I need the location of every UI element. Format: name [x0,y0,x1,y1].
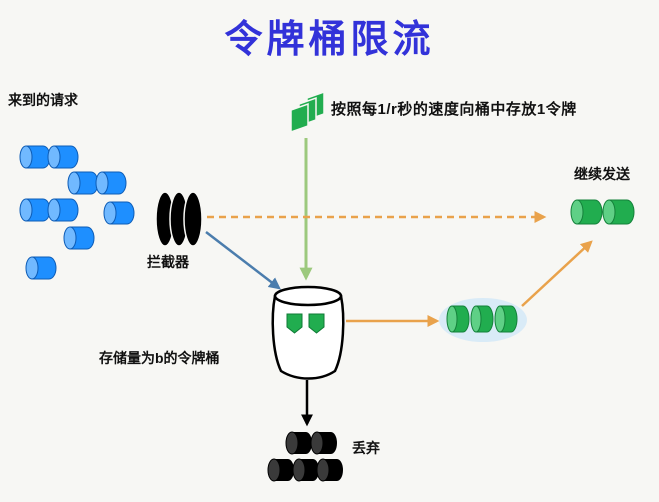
bucket-token-icon [308,313,325,334]
request-cylinder-icon [47,198,79,222]
request-cylinder-icon [95,171,127,195]
queued-tokens [439,298,527,342]
discarded-cylinder-icon [310,431,338,455]
request-cylinder-icon [19,145,51,169]
queued-token-icon [446,305,470,333]
interceptor-icon [155,191,203,247]
page-title: 令牌桶限流 [224,19,435,61]
bucket-token-icon [286,313,303,334]
token-bucket-icon [271,285,345,380]
discarded-cylinder-icon [285,431,313,455]
forwarded-cylinders [570,199,635,225]
discarded-cylinder-icon [292,458,320,482]
request-cylinder-icon [25,256,57,280]
interceptor-label: 拦截器 [147,254,189,270]
request-cylinder-icon [103,201,135,225]
discarded-cylinder-icon [267,458,295,482]
incoming-requests-label: 来到的请求 [8,92,78,108]
queued-token-icon [470,305,494,333]
forwarded-cylinder-icon [570,199,603,225]
queued-token-icon [494,305,518,333]
request-cylinder-icon [67,171,99,195]
forward-arrow [521,240,593,307]
request-cylinder-icon [63,226,95,250]
request-cylinder-icon [47,145,79,169]
discard-label: 丢弃 [352,440,380,456]
discarded-cylinder-icon [316,458,344,482]
token-rate-label: 按照每1/r秒的速度向桶中存放1令牌 [331,101,577,118]
intercept-arrow [205,231,281,290]
request-cylinders [19,145,135,280]
continue-sending-label: 继续发送 [574,166,630,182]
forwarded-cylinder-icon [602,199,635,225]
discarded-cylinders [267,431,344,482]
bucket-capacity-label: 存储量为b的令牌桶 [99,350,220,366]
token-stack-icon [290,90,325,134]
request-cylinder-icon [19,198,51,222]
